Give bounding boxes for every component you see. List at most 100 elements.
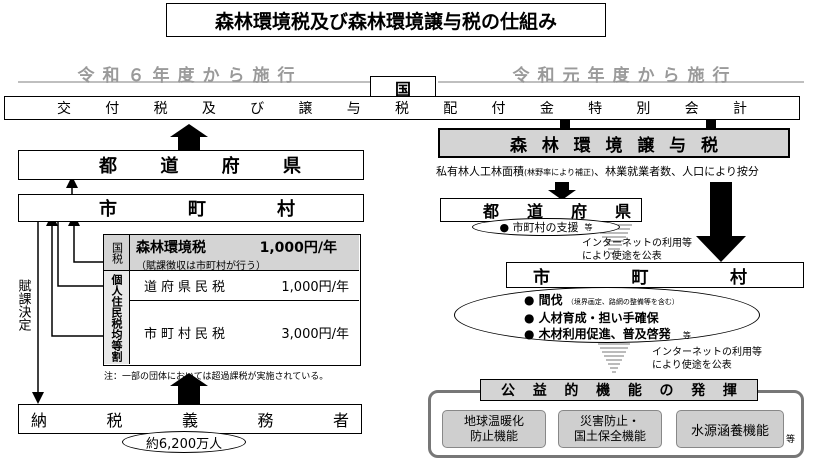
allocation-prefix: 私有林人工林面積 [436,165,524,178]
prefecture-tax-name: 道府県民税 [144,280,230,295]
transfer-tax-char: 税 [153,101,168,117]
prefecture-char: 都 [483,202,500,221]
tax-table: 国税 森林環境税 1,000円/年 （賦課徴収は市町村が行う） 個人住民税均等割… [103,234,361,366]
prefecture-char: 県 [282,156,301,177]
prefecture-char: 道 [160,156,179,177]
transfer-tax-account-bar: 交付税及び譲与税配付金特別会計 [4,96,800,120]
uses-ellipse [454,287,760,343]
municipality-char: 町 [631,267,649,288]
public-functions-char: 揮 [722,383,737,399]
municipal-tax-amount: 3,000円/年 [281,327,349,342]
municipal-tax-name: 市町村民税 [144,327,230,342]
function-box-1: 地球温暖化 防止機能 [442,410,546,448]
right-period-header: 令和元年度から施行 [512,65,738,86]
transfer-tax-char: び [250,101,265,117]
function-3-line1: 水源涵養機能 [690,423,769,439]
prefecture-tax-amount: 1,000円/年 [281,280,349,295]
forest-env-tax-amount: 1,000円/年 [259,240,337,256]
taxpayer-char: 義 [181,411,198,430]
transfer-tax-name-char: 境 [605,135,623,156]
forest-env-tax-cell: 森林環境税 1,000円/年 （賦課徴収は市町村が行う） [130,235,359,272]
internet-note-2: インターネットの利用等 により使途を公表 [652,346,772,372]
municipality-char: 市 [99,199,117,220]
municipality-char: 村 [277,199,295,220]
transfer-tax-char: 与 [346,101,361,117]
transfer-tax-name-char: 林 [541,135,559,156]
function-2-line1: 災害防止・ [579,414,640,428]
transfer-tax-char: 譲 [298,101,313,117]
public-functions-title: 公益的機能の発揮 [480,379,758,401]
municipal-tax-row: 市町村民税 3,000円/年 [130,301,359,364]
public-functions-char: 機 [596,383,611,399]
use-item: ● 間伐 （境界画定、路網の整備等を含む） [524,293,679,307]
municipality-char: 市 [533,267,550,288]
allocation-small: (林野率により補正) [524,168,595,177]
transfer-tax-char: 金 [539,101,554,117]
use-item: ● 人材育成・担い手確保 [524,311,659,325]
transfer-tax-name-char: 森 [510,135,527,156]
transfer-tax-char: 特 [588,101,603,117]
use-item: ● 木材利用促進、普及啓発 等 [524,327,691,341]
municipality-char: 町 [188,199,206,220]
transfer-tax-char: 交 [57,101,71,117]
left-municipality-box: 市町村 [18,194,364,222]
transfer-tax-char: 及 [201,101,216,117]
prefecture-tax-row: 道府県民税 1,000円/年 [130,271,359,301]
prefecture-char: 都 [99,156,117,177]
transfer-tax-char: 税 [394,101,409,117]
function-2-line2: 国土保全機能 [573,429,646,443]
functions-etc-mark: 等 [786,435,796,445]
left-period-header: 令和６年度から施行 [77,65,303,86]
transfer-tax-name-char: 税 [700,135,718,156]
prefecture-support-note: ● 市町村の支援等 [472,218,620,236]
page-title: 森林環境税及び森林環境譲与税の仕組み [166,3,606,37]
internet-note-2-line1: インターネットの利用等 [652,347,762,358]
uses-list: ● 間伐 （境界画定、路網の整備等を含む） ● 人材育成・担い手確保 ● 木材利… [524,292,744,344]
internet-note-1-line1: インターネットの利用等 [582,238,692,249]
internet-note-1-line2: により使途を公表 [582,251,662,262]
prefecture-char: 道 [526,202,543,221]
arrow-up-to-transfer-account [170,124,208,151]
function-box-2: 災害防止・ 国土保全機能 [558,410,662,448]
taxpayer-char: 者 [332,411,349,430]
taxpayer-box: 納税義務者 [18,404,362,434]
prefecture-char: 府 [570,202,587,221]
forest-env-tax-note: （賦課徴収は市町村が行う） [136,261,266,272]
transfer-tax-name-char: 譲 [637,135,655,156]
taxpayer-count: 約6,200万人 [122,431,246,453]
public-functions-char: 公 [501,383,515,399]
transfer-tax-char: 付 [491,101,506,117]
public-functions-char: 能 [627,383,642,399]
footnote: 注：一部の団体においては超過課税が実施されている。 [104,372,329,382]
prefecture-char: 府 [221,156,240,177]
public-functions-char: 的 [564,383,579,399]
forest-env-transfer-tax-box: 森林環境譲与税 [438,128,790,158]
forest-env-tax-name: 森林環境税 [136,240,206,256]
striped-arrow-2 [596,339,632,373]
transfer-tax-name-char: 環 [573,135,591,156]
internet-note-2-line2: により使途を公表 [652,360,732,371]
municipality-char: 村 [730,267,747,288]
transfer-tax-char: 計 [732,101,747,117]
transfer-tax-char: 配 [443,101,458,117]
left-prefecture-box: 都道府県 [18,150,364,180]
transfer-tax-char: 付 [105,101,120,117]
public-functions-char: 益 [532,383,547,399]
function-1-line2: 防止機能 [469,429,518,443]
taxpayer-char: 務 [257,411,274,430]
taxpayer-char: 税 [106,411,123,430]
right-municipality-box: 市町村 [506,262,804,288]
national-tax-label: 国税 [104,235,130,271]
taxpayer-char: 納 [31,411,48,430]
allocation-text: 私有林人工林面積(林野率により補正)、林業就業者数、人口により按分 [436,163,820,179]
transfer-tax-char: 別 [636,101,651,117]
internet-note-1: インターネットの利用等 により使途を公表 [582,237,702,263]
transfer-tax-name-char: 与 [669,135,687,156]
function-box-3: 水源涵養機能 [676,410,784,448]
prefecture-char: 県 [614,202,631,221]
allocation-suffix: 、林業就業者数、人口により按分 [594,165,759,178]
levy-decision-label: 賦課決定 [15,279,31,331]
public-functions-char: の [659,383,674,399]
function-1-line1: 地球温暖化 [463,414,524,428]
